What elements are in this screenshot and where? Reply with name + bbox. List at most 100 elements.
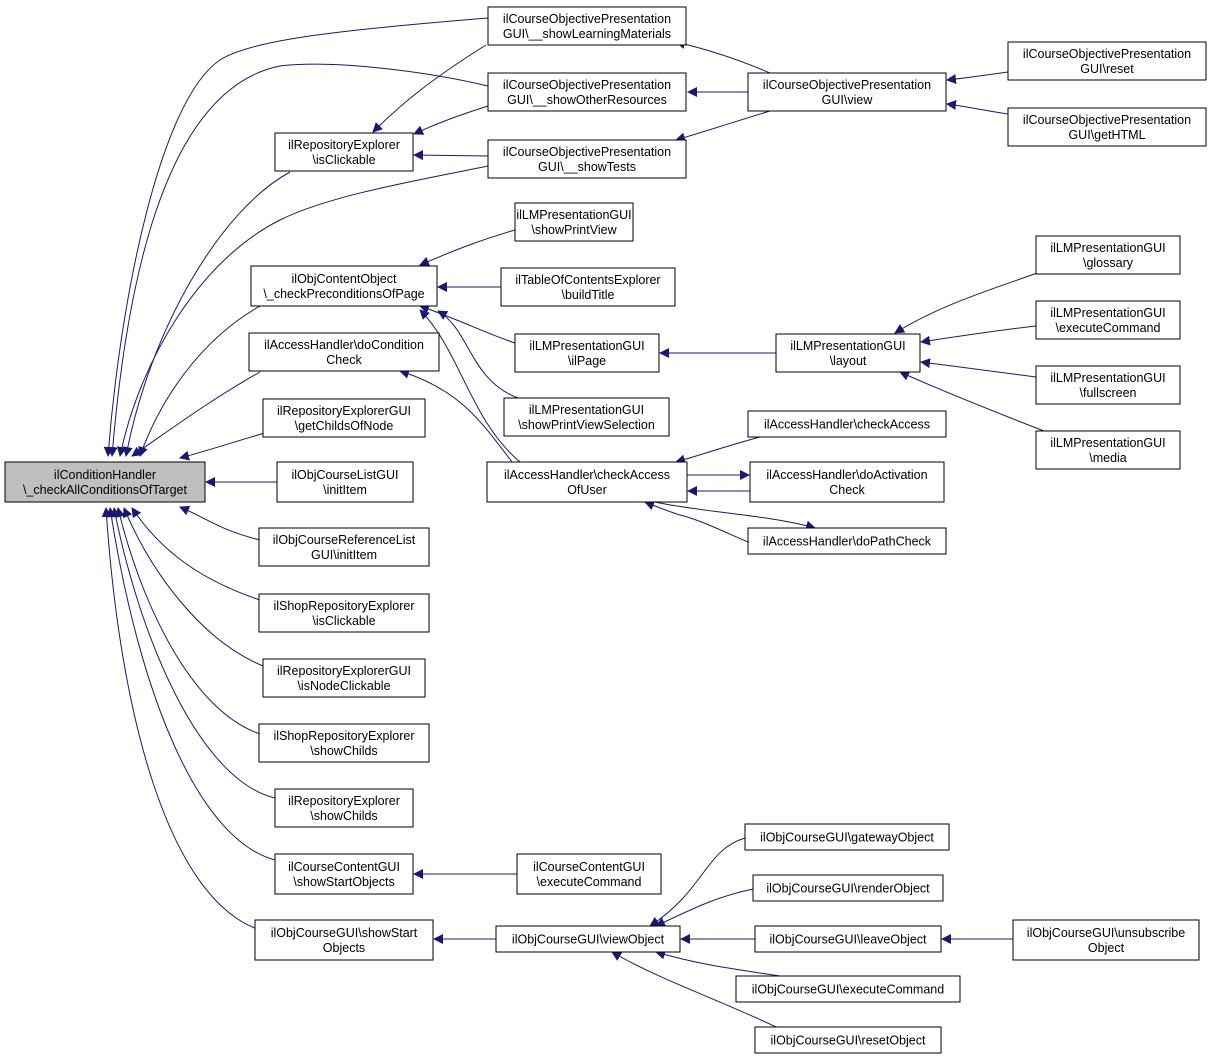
node-ocRender[interactable]: ilObjCourseGUI\renderObject [752, 874, 944, 902]
node-label-line: \getChildsOfNode [295, 419, 394, 433]
node-ocReset[interactable]: ilObjCourseGUI\resetObject [754, 1026, 942, 1054]
node-label-line: ilObjCourseGUI\resetObject [771, 1034, 926, 1048]
node-oclInit[interactable]: ilObjCourseListGUI\initItem [276, 461, 414, 503]
node-label-line: ilCourseObjectivePresentation [503, 78, 671, 92]
node-box [274, 788, 414, 828]
node-execCmdLM[interactable]: ilLMPresentationGUI\executeCommand [1035, 300, 1181, 340]
edge-st-to-reIsClickable [413, 150, 489, 161]
edge-ccSso-to-root [106, 507, 276, 861]
edge-line [946, 71, 1009, 84]
node-st[interactable]: ilCourseObjectivePresentationGUI\__showT… [487, 139, 687, 179]
node-sreClick[interactable]: ilShopRepositoryExplorer\isClickable [258, 593, 430, 633]
node-label-line: \showPrintView [531, 223, 617, 237]
node-box [250, 265, 438, 307]
node-ocExec[interactable]: ilObjCourseGUI\executeCommand [735, 975, 961, 1003]
node-box [495, 925, 681, 953]
edge-st-to-root [116, 165, 489, 457]
node-box [744, 823, 950, 851]
node-root[interactable]: ilConditionHandler\_checkAllConditionsOf… [4, 461, 206, 503]
node-label-line: ilLMPresentationGUI [1050, 436, 1165, 450]
edge-sreClick-to-root [131, 507, 261, 601]
node-label-line: ilObjCourseGUI\renderObject [766, 882, 930, 896]
node-sreShow[interactable]: ilShopRepositoryExplorer\showChilds [258, 723, 430, 763]
node-label-line: ilObjCourseListGUI [292, 468, 399, 482]
node-box [1007, 41, 1207, 81]
edge-line [179, 505, 261, 541]
node-label-line: ilObjCourseReferenceList [273, 533, 416, 547]
node-glossary[interactable]: ilLMPresentationGUI\glossary [1035, 235, 1181, 275]
node-label-line: ilLMPresentationGUI [1050, 306, 1165, 320]
edge-line [413, 150, 489, 161]
node-box [516, 853, 662, 895]
edge-view-to-slm [675, 39, 771, 74]
edge-execCmdLM-to-layout [920, 325, 1037, 346]
node-label-line: \showPrintViewSelection [518, 418, 655, 432]
edge-regcon-to-root [179, 429, 276, 461]
node-label-line: OfUser [567, 483, 607, 497]
node-label-line: ilCourseObjectivePresentation [503, 145, 671, 159]
node-regcon[interactable]: ilRepositoryExplorerGUI\getChildsOfNode [262, 398, 426, 438]
edge-dpc-to-cao [644, 500, 749, 543]
node-spv[interactable]: ilLMPresentationGUI\showPrintView [514, 202, 634, 242]
node-ccExec[interactable]: ilCourseContentGUI\executeCommand [516, 853, 662, 895]
node-ilpage[interactable]: ilLMPresentationGUI\ilPage [514, 333, 660, 373]
node-label-line: ilCourseObjectivePresentation [503, 12, 671, 26]
node-box [274, 132, 414, 172]
node-box [258, 527, 430, 567]
edge-cao-to-coc [419, 309, 521, 463]
node-label-line: \media [1089, 451, 1127, 465]
nodes: ilConditionHandler\_checkAllConditionsOf… [4, 6, 1207, 1054]
node-box [1035, 300, 1181, 340]
node-regNode[interactable]: ilRepositoryExplorerGUI\isNodeClickable [262, 658, 426, 698]
node-media[interactable]: ilLMPresentationGUI\media [1035, 430, 1181, 470]
node-box [752, 874, 944, 902]
node-box [487, 72, 687, 112]
edge-line [179, 429, 276, 461]
node-slm[interactable]: ilCourseObjectivePresentationGUI\__showL… [487, 6, 687, 46]
edge-line [894, 271, 1041, 334]
edge-line [649, 837, 746, 927]
node-ocGateway[interactable]: ilObjCourseGUI\gatewayObject [744, 823, 950, 851]
node-box [749, 461, 945, 503]
node-box [254, 919, 434, 961]
edge-reIsClickable-to-root [122, 171, 291, 457]
node-dpc[interactable]: ilAccessHandler\doPathCheck [747, 527, 947, 555]
node-label-line: GUI\initItem [311, 548, 377, 562]
node-label-line: ilConditionHandler [54, 468, 156, 482]
node-label-line: \ilPage [568, 354, 606, 368]
node-ca[interactable]: ilAccessHandler\checkAccess [747, 410, 947, 438]
node-ocView[interactable]: ilObjCourseGUI\viewObject [495, 925, 681, 953]
edge-line [920, 358, 1037, 378]
node-box [735, 975, 961, 1003]
node-reShow[interactable]: ilRepositoryExplorer\showChilds [274, 788, 414, 828]
edges [101, 17, 1045, 1028]
node-box [486, 461, 688, 503]
edge-sreShow-to-root [115, 507, 261, 735]
node-ccSso[interactable]: ilCourseContentGUI\showStartObjects [274, 853, 414, 895]
node-toc[interactable]: ilTableOfContentsExplorer\buildTitle [500, 267, 676, 307]
edge-cao-to-dpc [654, 501, 816, 531]
node-label-line: \isNodeClickable [297, 679, 390, 693]
node-coc[interactable]: ilObjContentObject\_checkPreconditionsOf… [250, 265, 438, 307]
node-reIsClickable[interactable]: ilRepositoryExplorer\isClickable [274, 132, 414, 172]
node-fullscreen[interactable]: ilLMPresentationGUI\fullscreen [1035, 365, 1181, 405]
node-ocSso[interactable]: ilObjCourseGUI\showStartObjects [254, 919, 434, 961]
node-layout[interactable]: ilLMPresentationGUI\layout [775, 333, 921, 373]
node-label-line: \showChilds [310, 809, 377, 823]
node-ocLeave[interactable]: ilObjCourseGUI\leaveObject [754, 925, 942, 953]
node-spvs[interactable]: ilLMPresentationGUI\showPrintViewSelecti… [503, 397, 670, 437]
node-label-line: ilCourseContentGUI [533, 860, 645, 874]
edge-line [419, 229, 516, 267]
node-sor[interactable]: ilCourseObjectivePresentationGUI\__showO… [487, 72, 687, 112]
edge-ilpage-to-coc [419, 304, 516, 344]
edge-line [675, 110, 771, 143]
